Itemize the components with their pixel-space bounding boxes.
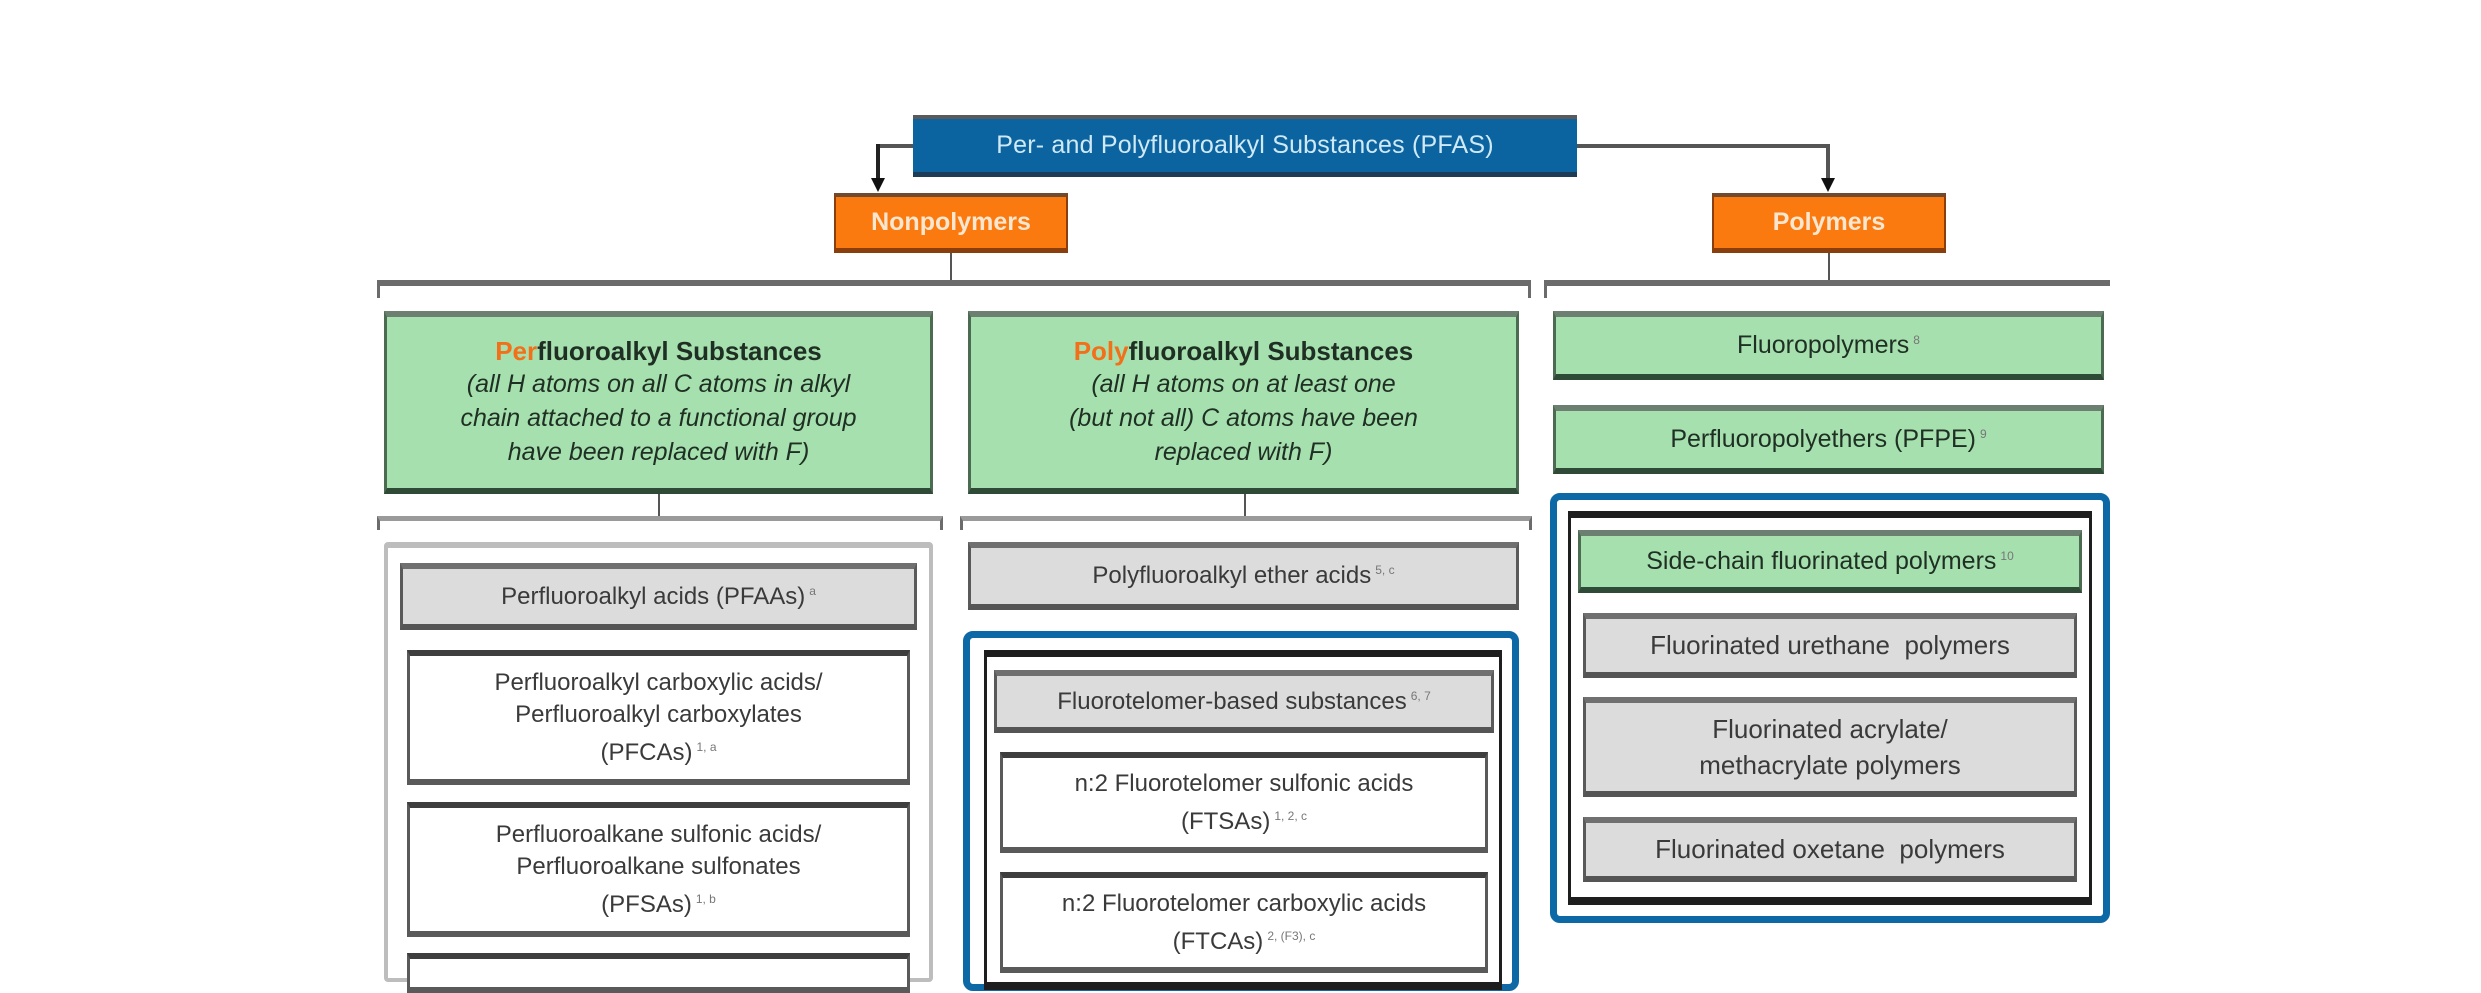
polyfluoroalkyl-description: (all H atoms on at least one (but not al…: [1069, 367, 1418, 469]
ftcas-line: n:2 Fluorotelomer carboxylic acids: [1061, 889, 1427, 917]
pfsas-line: (PFSAs)1, b: [601, 883, 716, 921]
ftcas-abbr: (FTCAs): [1172, 927, 1264, 955]
pfpe-label: Perfluoropolyethers (PFPE): [1670, 425, 1976, 453]
branch-polymers-label: Polymers: [1772, 208, 1886, 236]
connector-root-right: [1577, 144, 1829, 148]
urethane-label: Fluorinated urethane polymers: [1650, 630, 2010, 660]
connector-root-left-down: [876, 144, 880, 182]
branch-nonpolymers-label: Nonpolymers: [871, 208, 1031, 236]
ftcas-line: (FTCAs)2, (F3), c: [1173, 920, 1316, 958]
footnote-ref: 1, 2, c: [1274, 808, 1307, 823]
footnote-ref: 1, a: [696, 739, 717, 754]
connector-root-right-down: [1826, 144, 1830, 182]
footnote-ref: 1, b: [695, 891, 716, 906]
arrow-down-icon: [1821, 178, 1835, 192]
acrylate-line: Fluorinated acrylate/: [1712, 714, 1948, 744]
node-polyfluoroalkyl-substances: Polyfluoroalkyl Substances (all H atoms …: [968, 311, 1519, 494]
node-ftcas: n:2 Fluorotelomer carboxylic acids (FTCA…: [1000, 872, 1488, 973]
root-node-pfas: Per- and Polyfluoroalkyl Substances (PFA…: [913, 115, 1577, 177]
pfaas-label-wrap: Perfluoroalkyl acids (PFAAs)a: [501, 583, 816, 611]
root-label: Per- and Polyfluoroalkyl Substances (PFA…: [996, 131, 1494, 159]
acrylate-line: methacrylate polymers: [1699, 750, 1961, 780]
polyfluoroalkyl-heading: Polyfluoroalkyl Substances: [1074, 336, 1414, 367]
desc-line: (all H atoms on all C atoms in alkyl: [466, 370, 851, 398]
node-pfcas: Perfluoroalkyl carboxylic acids/ Perfluo…: [407, 650, 910, 785]
pfpe-label-wrap: Perfluoropolyethers (PFPE) 9: [1670, 425, 1986, 454]
bracket-nonpolymers: [377, 280, 1531, 298]
node-pfsas: Perfluoroalkane sulfonic acids/ Perfluor…: [407, 802, 910, 937]
node-cutoff: [407, 953, 910, 993]
branch-polymers: Polymers: [1712, 193, 1946, 253]
footnote-ref: a: [809, 583, 816, 598]
footnote-ref: 10: [2000, 548, 2014, 563]
side-chain-label: Side-chain fluorinated polymers: [1646, 547, 1997, 575]
ether-acids-label: Polyfluoroalkyl ether acids: [1092, 562, 1372, 589]
footnote-ref: 2, (F3), c: [1267, 928, 1316, 943]
pfaas-label: Perfluoroalkyl acids (PFAAs): [501, 582, 806, 610]
bracket-perfluoroalkyl: [377, 516, 943, 530]
stem-perfluoroalkyl: [658, 494, 660, 518]
perfluoroalkyl-accent: Per: [495, 336, 538, 366]
perfluoroalkyl-heading: Perfluoroalkyl Substances: [495, 336, 822, 367]
footnote-ref: 8: [1913, 332, 1920, 347]
node-perfluoroalkyl-substances: Perfluoroalkyl Substances (all H atoms o…: [384, 311, 933, 494]
stem-nonpolymers: [950, 253, 952, 281]
arrow-down-icon: [871, 178, 885, 192]
polyfluoroalkyl-accent: Poly: [1073, 336, 1129, 366]
node-pfpe: Perfluoropolyethers (PFPE) 9: [1553, 405, 2104, 474]
pfcas-line: Perfluoroalkyl carboxylic acids/: [494, 668, 823, 696]
desc-line: have been replaced with F): [507, 438, 810, 466]
footnote-ref: 6, 7: [1410, 688, 1431, 703]
node-pfaas: Perfluoroalkyl acids (PFAAs)a: [400, 563, 917, 630]
pfsas-abbr: (PFSAs): [601, 890, 692, 918]
node-fluorinated-acrylate-polymers: Fluorinated acrylate/ methacrylate polym…: [1583, 697, 2077, 797]
pfcas-line: (PFCAs)1, a: [600, 731, 716, 769]
desc-line: replaced with F): [1154, 438, 1333, 466]
ftsas-line: (FTSAs)1, 2, c: [1181, 800, 1307, 838]
fluoropolymers-label: Fluoropolymers: [1737, 331, 1910, 359]
footnote-ref: 5, c: [1375, 563, 1395, 577]
pfcas-line: Perfluoroalkyl carboxylates: [515, 700, 802, 728]
pfsas-line: Perfluoroalkane sulfonic acids/: [495, 820, 822, 848]
ftsas-abbr: (FTSAs): [1180, 807, 1271, 835]
bracket-polymers: [1544, 280, 2110, 298]
node-fluorinated-oxetane-polymers: Fluorinated oxetane polymers: [1583, 817, 2077, 882]
connector-root-left: [878, 144, 914, 148]
branch-nonpolymers: Nonpolymers: [834, 193, 1068, 253]
perfluoroalkyl-description: (all H atoms on all C atoms in alkyl cha…: [460, 367, 856, 469]
perfluoroalkyl-heading-rest: fluoroalkyl Substances: [537, 336, 822, 366]
desc-line: chain attached to a functional group: [460, 404, 857, 432]
pfcas-abbr: (PFCAs): [600, 738, 693, 766]
node-fluorinated-urethane-polymers: Fluorinated urethane polymers: [1583, 613, 2077, 678]
node-ftsas: n:2 Fluorotelomer sulfonic acids (FTSAs)…: [1000, 752, 1488, 853]
polyfluoroalkyl-heading-rest: fluoroalkyl Substances: [1128, 336, 1414, 366]
ftsas-line: n:2 Fluorotelomer sulfonic acids: [1074, 769, 1414, 797]
desc-line: (all H atoms on at least one: [1091, 370, 1396, 398]
fluorotelomer-label: Fluorotelomer-based substances: [1057, 687, 1407, 715]
stem-polymers: [1828, 253, 1830, 281]
footnote-ref: 9: [1980, 426, 1987, 441]
stem-polyfluoroalkyl: [1244, 494, 1246, 518]
oxetane-label: Fluorinated oxetane polymers: [1655, 834, 2005, 864]
desc-line: (but not all) C atoms have been: [1069, 404, 1418, 432]
pfsas-line: Perfluoroalkane sulfonates: [516, 852, 801, 880]
bracket-polyfluoroalkyl: [960, 516, 1532, 530]
